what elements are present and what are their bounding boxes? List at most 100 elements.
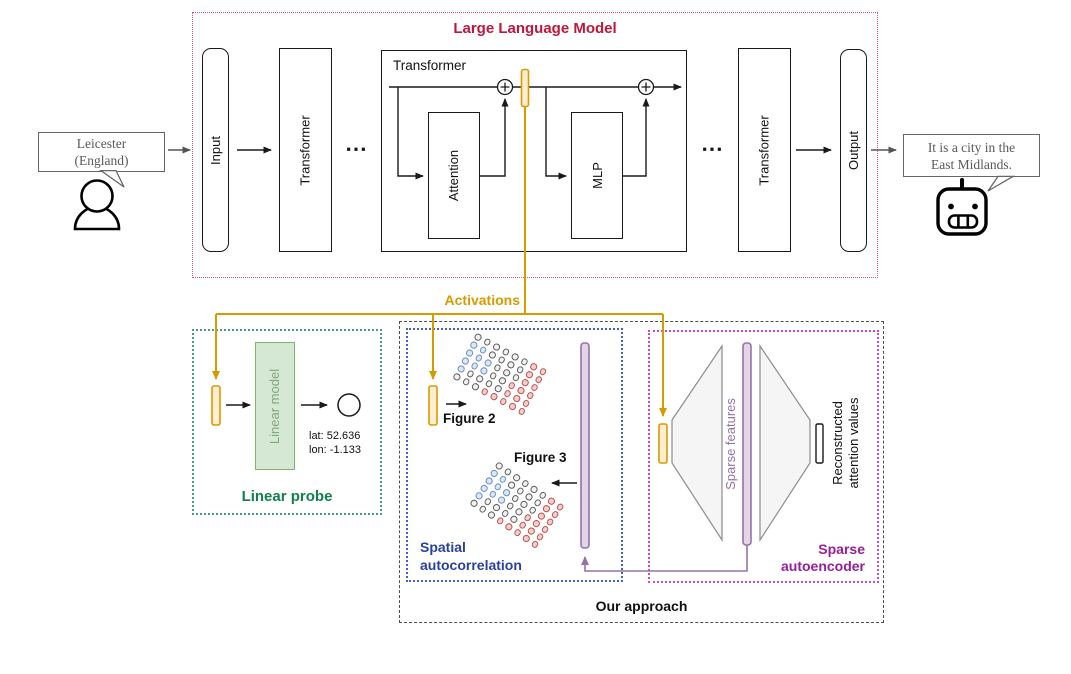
mlp-label: MLP (589, 162, 605, 189)
grid-dot (469, 340, 479, 350)
linear-model-label: Linear model (267, 368, 283, 444)
transformer-detail-box: Transformer (381, 50, 687, 252)
grid-dot (498, 396, 508, 406)
grid-dot (491, 502, 501, 512)
grid-dot (516, 385, 526, 395)
grid-dot (469, 498, 479, 508)
grid-dot (509, 514, 519, 524)
grid-dot (507, 480, 517, 490)
grid-dot (519, 499, 529, 509)
longitude-value: lon: -1.133 (309, 443, 361, 456)
user-message-line2: (England) (74, 153, 129, 168)
grid-dot (498, 474, 508, 484)
grid-dot (496, 495, 506, 505)
output-block: Output (840, 49, 867, 252)
grid-dot (488, 371, 498, 380)
transformer-block-left: Transformer (279, 48, 332, 252)
spatial-autocorrelation-box: Spatial autocorrelation (406, 328, 623, 582)
grid-dot (495, 516, 505, 526)
linear-probe-title: Linear probe (241, 488, 333, 505)
spatial-title-line1: Spatial (420, 539, 466, 555)
grid-dot (504, 521, 514, 531)
grid-dot (489, 391, 499, 401)
reconstructed-line2: attention values (846, 397, 861, 489)
grid-dot (497, 355, 506, 364)
grid-dot (460, 356, 470, 366)
output-label: Output (846, 130, 861, 171)
grid-dot (524, 369, 534, 379)
assistant-speech-bubble: It is a city in the East Midlands. (903, 134, 1040, 177)
grid-dot (480, 386, 490, 396)
grid-dot (479, 483, 489, 493)
assistant-bubble-tail (987, 175, 1016, 192)
grid-dot (502, 368, 511, 377)
llm-outer-box: Large Language Model (192, 12, 878, 278)
llm-title: Large Language Model (453, 20, 617, 37)
grid-dot (514, 507, 524, 517)
sparse-autoencoder-box: Sparse autoencoder (648, 330, 879, 583)
grid-dot (470, 382, 480, 391)
transformer-right-label: Transformer (757, 114, 772, 186)
grid-dot (523, 512, 533, 522)
grid-dot (508, 401, 517, 411)
assistant-message-line1: It is a city in the (927, 139, 1016, 155)
grid-dot (513, 527, 523, 537)
grid-dot (512, 393, 522, 403)
grid-dot (528, 505, 538, 515)
grid-dot (550, 509, 560, 519)
grid-dot (497, 376, 507, 385)
latitude-value: lat: 52.636 (309, 430, 361, 442)
attention-label: Attention (446, 149, 462, 202)
probe-coordinates: lat: 52.636 lon: -1.133 (309, 430, 361, 457)
grid-dot (465, 369, 475, 378)
grid-dot (524, 492, 534, 502)
ellipsis-right: ⋯ (701, 136, 723, 161)
grid-dot (540, 524, 550, 534)
grid-dot (479, 366, 489, 375)
robot-icon (936, 178, 988, 236)
grid-dot (511, 372, 521, 382)
grid-dot (526, 526, 536, 536)
user-bubble-tail (98, 169, 125, 188)
grid-dot (518, 520, 528, 530)
grid-dot (474, 353, 484, 363)
transformer-left-label: Transformer (298, 114, 313, 186)
grid-dot (483, 358, 493, 367)
grid-dot (500, 508, 510, 518)
transformer-block-right: Transformer (738, 48, 791, 252)
grid-dot (475, 374, 484, 383)
grid-dot (470, 361, 479, 371)
input-block: Input (202, 48, 229, 252)
grid-dot (478, 504, 488, 514)
grid-dot (461, 377, 471, 386)
mlp-block: MLP (571, 112, 623, 239)
grid-dot (502, 388, 512, 398)
linear-model-block: Linear model (255, 342, 295, 470)
our-approach-title: Our approach (595, 598, 688, 614)
linear-probe-box: Linear probe (192, 329, 382, 515)
grid-dot (536, 511, 546, 521)
grid-dot (452, 372, 462, 381)
grid-dot (484, 379, 494, 388)
reconstructed-line1: Reconstructed (829, 401, 845, 485)
grid-dot (515, 365, 525, 374)
grid-dot (493, 481, 503, 491)
sae-title: Sparse autoencoder (781, 541, 865, 575)
grid-dot (474, 490, 484, 500)
grid-dot (484, 476, 494, 486)
grid-dot (529, 382, 539, 392)
grid-dot (531, 518, 541, 528)
transformer-detail-label: Transformer (393, 58, 467, 73)
grid-dot (465, 348, 474, 358)
grid-dot (545, 517, 555, 527)
figure2-label: Figure 2 (443, 411, 496, 426)
activations-label: Activations (444, 292, 520, 308)
sparse-features-text: Sparse features (722, 398, 738, 490)
grid-dot (493, 383, 503, 393)
sae-title-line2: autoencoder (780, 558, 865, 574)
grid-dot (456, 364, 466, 374)
grid-dot (483, 496, 493, 506)
grid-dot (541, 503, 551, 513)
grid-dot (501, 487, 512, 497)
